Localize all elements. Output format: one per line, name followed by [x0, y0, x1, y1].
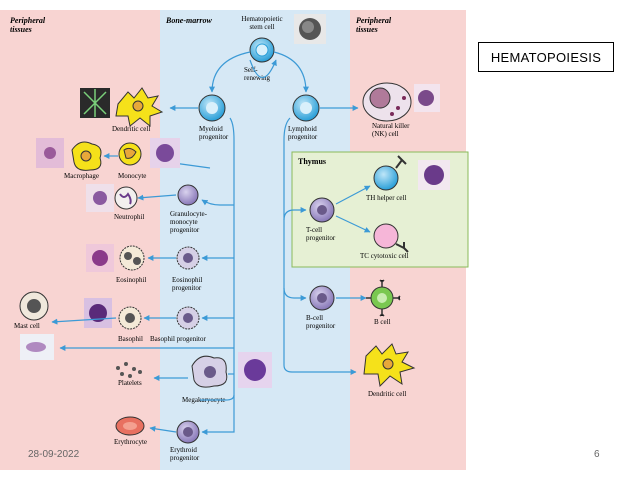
myeloid-trunk: [229, 117, 235, 395]
mast-label: Mast cell: [14, 322, 40, 330]
arrow-self-renew: [249, 59, 277, 79]
arrow-hsc-myeloid: [209, 51, 251, 93]
dendritic-left-label: Dendritic cell: [112, 125, 150, 133]
footer-date: 28-09-2022: [28, 449, 80, 460]
macrophage-label: Macrophage: [64, 172, 99, 180]
lymphoid-trunk: [283, 117, 357, 375]
erythrocyte-label: Erythrocyte: [114, 438, 147, 446]
nk-label: Natural killer(NK) cell: [372, 122, 410, 138]
center-region-title: Bone-marrow: [165, 16, 212, 25]
baso-progenitor-label: Basophil progenitor: [150, 335, 206, 343]
slide-title: HEMATOPOIESIS: [478, 42, 614, 72]
tc-cell: [373, 223, 399, 249]
basophil-label: Basophil: [118, 335, 143, 343]
th-cell: [373, 165, 399, 191]
tc-label: TC cytotoxic cell: [360, 252, 409, 260]
gm-progenitor-cell: [177, 184, 199, 206]
platelets-label: Platelets: [118, 379, 142, 387]
thymus-title: Thymus: [298, 157, 326, 166]
footer-page-number: 6: [594, 449, 600, 460]
th-label: TH helper cell: [366, 194, 406, 202]
monocyte-label: Monocyte: [118, 172, 146, 180]
eosinophil-cell: [119, 245, 145, 271]
bcell-receptors: [366, 279, 401, 317]
platelets-graphic: [116, 362, 142, 378]
neutrophil-cell: [114, 186, 138, 210]
dendritic-right-label: Dendritic cell: [368, 390, 406, 398]
self-renewing-label: Self-renewing: [244, 66, 271, 82]
neutrophil-label: Neutrophil: [114, 213, 144, 221]
left-peripheral-region: [0, 10, 160, 470]
eosinophil-label: Eosinophil: [116, 276, 146, 284]
arrow-hsc-lymphoid: [273, 51, 309, 93]
bcell-label: B cell: [374, 318, 391, 326]
